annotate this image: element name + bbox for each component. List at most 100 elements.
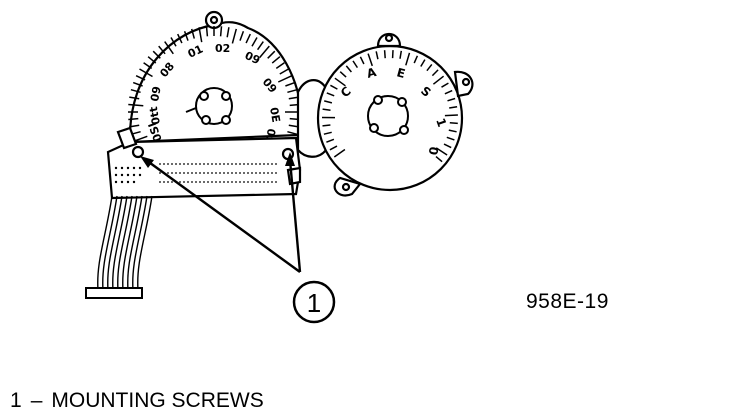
- leader-arrowheads: [140, 152, 295, 168]
- tick-mark: [333, 148, 346, 158]
- mounting-screw-left: [131, 145, 145, 159]
- tick-mark: [444, 89, 453, 95]
- tick-mark: [279, 68, 289, 75]
- board-contact: [231, 163, 233, 165]
- board-contact: [191, 181, 193, 183]
- tick-mark: [383, 50, 386, 59]
- board-contact: [267, 163, 269, 165]
- board-contact: [215, 163, 217, 165]
- board-contact: [163, 163, 165, 165]
- board-contact: [167, 163, 169, 165]
- board-contact: [199, 163, 201, 165]
- board-contact: [187, 181, 189, 183]
- tick-mark: [326, 138, 335, 143]
- tick-mark: [367, 53, 374, 67]
- tick-mark: [334, 77, 346, 87]
- tick-mark: [129, 124, 140, 128]
- board-contact: [235, 163, 237, 165]
- board-contact: [271, 163, 273, 165]
- board-contact: [243, 172, 245, 174]
- board-contact: [219, 172, 221, 174]
- board-contact: [179, 181, 181, 183]
- svg-text:09: 09: [148, 85, 163, 102]
- figure-id: 958E-19: [526, 290, 609, 313]
- tick-mark: [231, 28, 238, 44]
- board-contact: [219, 163, 221, 165]
- tick-mark: [285, 81, 296, 87]
- tick-mark: [277, 75, 293, 83]
- tick-mark: [329, 145, 338, 151]
- board-contact: [263, 172, 265, 174]
- board-contact: [175, 172, 177, 174]
- tick-mark: [267, 50, 276, 59]
- tick-mark: [359, 56, 365, 65]
- ribbon-cable-connector: [85, 287, 143, 299]
- board-contact: [211, 181, 213, 183]
- board-contact: [259, 172, 261, 174]
- tick-mark: [448, 129, 457, 133]
- board-contact: [219, 181, 221, 183]
- tick-mark: [375, 51, 379, 60]
- board-contact: [171, 163, 173, 165]
- board-contact: [207, 181, 209, 183]
- board-contact: [235, 172, 237, 174]
- circuit-board: [106, 126, 302, 200]
- tick-mark: [219, 26, 223, 37]
- tick-mark: [177, 33, 183, 44]
- board-contact: [132, 166, 136, 170]
- legend-label: MOUNTING SCREWS: [51, 389, 264, 412]
- tick-mark: [245, 33, 251, 44]
- board-contact: [120, 166, 124, 170]
- tick-mark: [435, 156, 443, 163]
- board-contact: [120, 173, 124, 177]
- board-contact: [179, 163, 181, 165]
- board-contact: [126, 166, 130, 170]
- circuit-board-contacts: [114, 163, 277, 184]
- legend: 1–MOUNTING SCREWS: [10, 389, 264, 413]
- board-contact: [187, 172, 189, 174]
- board-contact: [183, 163, 185, 165]
- svg-text:0tt: 0tt: [147, 106, 163, 126]
- board-contact: [271, 172, 273, 174]
- board-contact: [231, 181, 233, 183]
- board-contact: [171, 181, 173, 183]
- board-contact: [132, 173, 136, 177]
- board-contact: [183, 181, 185, 183]
- board-contact: [114, 180, 118, 184]
- board-contact: [227, 172, 229, 174]
- svg-text:A: A: [365, 65, 378, 81]
- board-contact: [223, 181, 225, 183]
- board-contact: [223, 172, 225, 174]
- tick-mark: [339, 71, 347, 78]
- tick-mark: [326, 92, 335, 97]
- board-contact: [255, 172, 257, 174]
- board-contact: [251, 163, 253, 165]
- tick-mark: [130, 88, 141, 94]
- tick-mark: [420, 59, 426, 67]
- tick-mark: [447, 97, 456, 102]
- tick-mark: [345, 65, 352, 73]
- speedometer-tick-marks: [128, 26, 300, 143]
- tick-mark: [132, 81, 143, 87]
- board-contact: [132, 180, 136, 184]
- board-contact: [215, 172, 217, 174]
- ribbon-cable: [97, 195, 153, 291]
- board-contact: [207, 172, 209, 174]
- board-contact: [275, 172, 277, 174]
- board-contact: [267, 181, 269, 183]
- board-contact: [239, 163, 241, 165]
- board-contact: [247, 163, 249, 165]
- callout-1-number: 1: [307, 288, 321, 318]
- tick-mark: [444, 114, 458, 117]
- board-contact: [167, 172, 169, 174]
- board-contact: [179, 172, 181, 174]
- tick-mark: [170, 37, 177, 47]
- board-contact: [255, 181, 257, 183]
- tick-mark: [143, 62, 153, 70]
- svg-text:0E: 0E: [267, 106, 282, 123]
- board-contact: [159, 163, 161, 165]
- tick-mark: [271, 56, 281, 64]
- board-contact: [163, 181, 165, 183]
- tick-mark: [128, 103, 144, 107]
- board-contact: [191, 163, 193, 165]
